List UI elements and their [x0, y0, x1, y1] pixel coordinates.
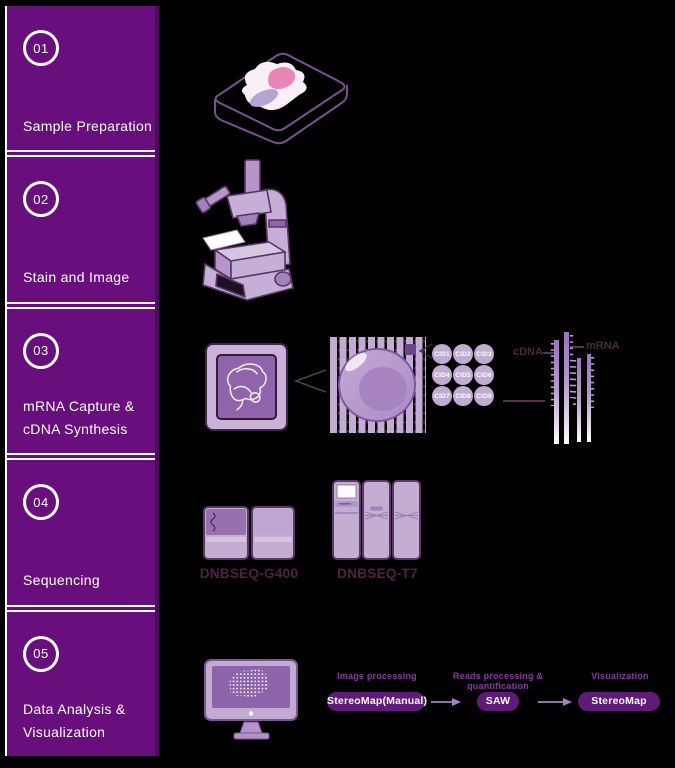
- tissue-slide-illustration: [214, 52, 348, 145]
- pipeline-stage-label: Visualization: [591, 671, 649, 681]
- sidebar-step-stain-and-image: 02 Stain and Image: [7, 157, 155, 301]
- mrna-label: mRNA: [586, 340, 620, 352]
- sequencer-name-label: DNBSEQ-T7: [337, 566, 418, 581]
- cid-spot: CID2: [453, 344, 473, 364]
- sequencer-name-label: DNBSEQ-G400: [199, 566, 299, 581]
- step-number-badge: 01: [23, 30, 59, 66]
- cid-spot: CID8: [453, 386, 473, 406]
- tool-pill-stereomap: StereoMap: [578, 692, 660, 711]
- section-divider: [7, 453, 155, 461]
- monitor-illustration: [204, 659, 298, 740]
- sidebar-step-mrna-capture: 03 mRNA Capture & cDNA Synthesis: [7, 309, 155, 453]
- step-label: Data Analysis & Visualization: [23, 701, 126, 740]
- sidebar-step-sequencing: 04 Sequencing: [7, 460, 155, 604]
- pipeline-stage-reads-processing: Reads processing & quantification: [423, 671, 573, 691]
- arrow-right-icon: [538, 698, 572, 706]
- step-label: mRNA Capture & cDNA Synthesis: [23, 398, 135, 437]
- step-number-badge: 05: [23, 635, 59, 672]
- step-number-badge: 03: [23, 332, 59, 369]
- cdna-label: cDNA: [513, 346, 543, 358]
- cdna-pointer-line: [543, 352, 556, 354]
- workflow-sidebar: 01 Sample Preparation 02 Stain and Image…: [5, 6, 159, 756]
- step-number: 02: [33, 191, 49, 207]
- step-number: 05: [33, 646, 49, 662]
- cid-spot: CID7: [432, 386, 452, 406]
- section-divider: [7, 604, 155, 612]
- step-number-badge: 04: [23, 484, 59, 521]
- arrow-right-icon: [431, 698, 461, 706]
- step-number: 03: [33, 343, 49, 359]
- stereo-chip-illustration: [205, 343, 288, 431]
- brain-dot-map-icon: [229, 669, 270, 698]
- section-divider: [7, 301, 155, 309]
- pipeline-stage-label: Image processing: [337, 671, 417, 681]
- dnbseq-g400-illustration: [203, 506, 295, 560]
- sequencer-screen: [336, 484, 357, 499]
- tool-pill-saw: SAW: [477, 692, 519, 711]
- chip-zoom-cell-illustration: [330, 337, 426, 433]
- section-divider: [7, 150, 155, 158]
- zoom-connector-small-icon: [418, 343, 433, 359]
- pipeline-stage-image-processing: Image processing: [327, 671, 427, 681]
- cid-spot: CID6: [474, 365, 494, 385]
- sidebar-step-data-analysis: 05 Data Analysis & Visualization: [7, 612, 155, 756]
- microscope-illustration: [195, 159, 294, 301]
- tool-pill-stereomap-manual: StereoMap(Manual): [327, 692, 427, 711]
- cid-spot: CID4: [432, 365, 452, 385]
- dna-helix-icon: [210, 512, 216, 532]
- step-number-badge: 02: [23, 181, 59, 218]
- sidebar-step-sample-preparation: 01 Sample Preparation: [7, 6, 155, 150]
- monitor-power-light: [248, 711, 254, 716]
- pipeline-stage-label: Reads processing & quantification: [452, 671, 544, 691]
- cid-spot: CID1: [432, 344, 452, 364]
- zoom-connector-icon: [293, 369, 327, 393]
- cid-spot: CID3: [474, 344, 494, 364]
- chip-capture-area: [216, 354, 277, 420]
- cid-spot: CID9: [474, 386, 494, 406]
- step-label: Stain and Image: [23, 269, 130, 286]
- step-label: Sample Preparation: [23, 118, 153, 135]
- step-number: 01: [33, 40, 49, 56]
- mrna-pointer-line: [570, 346, 584, 348]
- step-number: 04: [33, 494, 49, 510]
- pipeline-stage-visualization: Visualization: [578, 671, 662, 681]
- dnbseq-t7-illustration: [332, 480, 421, 560]
- grid-to-strand-connector: [503, 400, 545, 402]
- cdna-mrna-strands-illustration: [550, 332, 595, 444]
- cid-spot: CID5: [453, 365, 473, 385]
- cid-barcode-grid: CID1 CID2 CID3 CID4 CID5 CID6 CID7 CID8 …: [432, 344, 494, 406]
- cid-spot-highlight: [405, 344, 416, 355]
- step-label: Sequencing: [23, 572, 100, 589]
- brain-lineart-icon: [227, 363, 267, 411]
